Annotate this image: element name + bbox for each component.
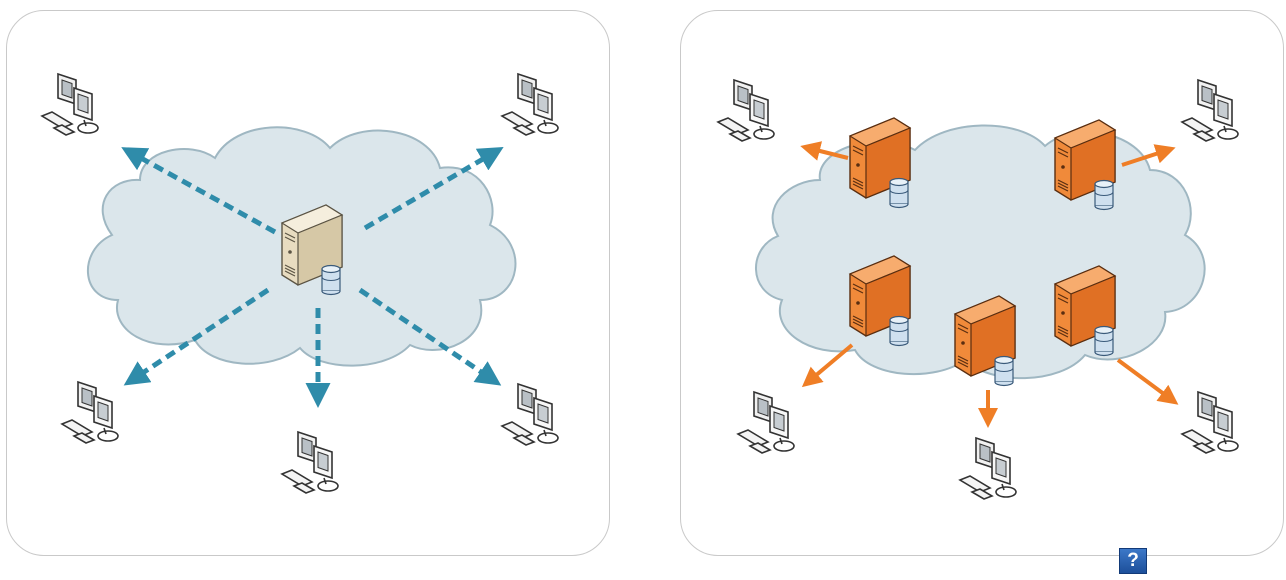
question-mark-icon: ? [1127, 550, 1139, 571]
connection-arrow [358, 287, 502, 386]
client-computer-icon [41, 73, 99, 136]
connection-arrow [121, 147, 277, 235]
client-computer-icon [959, 437, 1017, 500]
client-computer-icon [1181, 391, 1239, 454]
client-computer-icon [1181, 79, 1239, 142]
connection-arrow [363, 146, 504, 231]
client-computer-icon [281, 431, 339, 494]
connection-arrow [1116, 358, 1179, 405]
client-computer-icon [501, 383, 559, 446]
connection-arrow [800, 141, 849, 161]
centralized-connections [121, 146, 504, 408]
client-computer-icon [717, 79, 775, 142]
connection-arrow [123, 287, 270, 386]
connection-arrow [801, 343, 854, 388]
distributed-connections [800, 141, 1179, 428]
client-computer-icon [61, 381, 119, 444]
help-button[interactable]: ? [1119, 548, 1147, 574]
client-computer-icon [737, 391, 795, 454]
connection-arrow [1121, 144, 1176, 167]
client-computer-icon [501, 73, 559, 136]
